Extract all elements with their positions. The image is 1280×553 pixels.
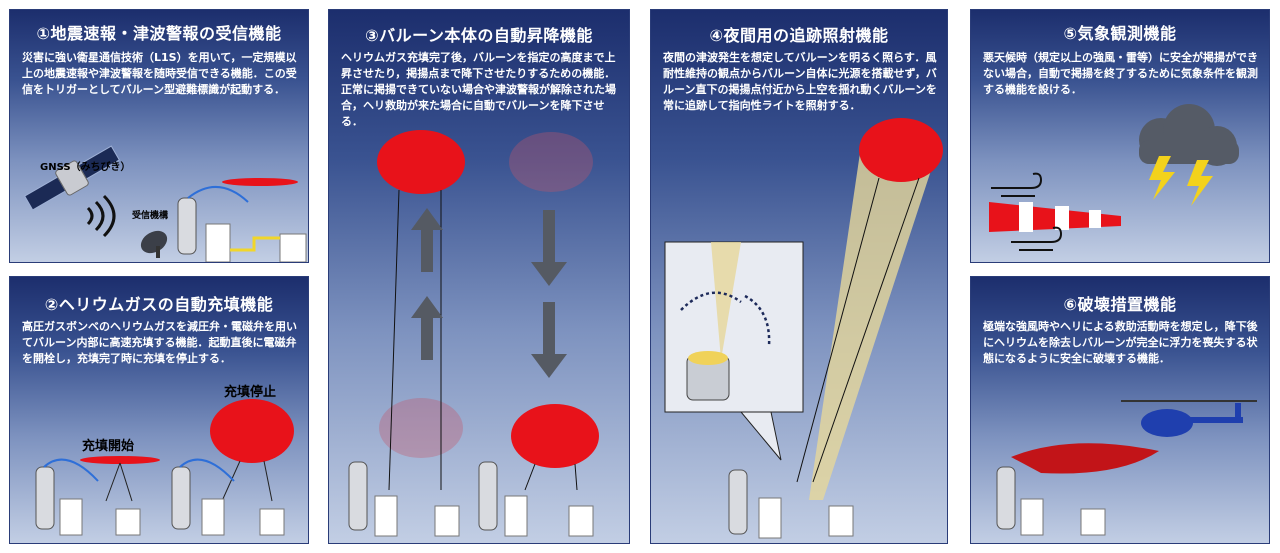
night-tracking-illustration	[664, 118, 943, 539]
helium-fill-illustration	[35, 399, 294, 536]
panel-description: 災害に強い衛星通信技術（L1S）を用いて，一定規模以上の地震速報や津波警報を随時…	[22, 51, 297, 96]
panel-title: ④夜間用の追跡照射機能	[709, 26, 889, 45]
quake-receive-illustration	[24, 145, 307, 262]
power-box	[279, 233, 307, 262]
wind-icon	[991, 172, 1063, 251]
panel-weather: ⑤気象観測機能 悪天候時（規定以上の強風・雷等）に安全が掲揚ができない場合，自動…	[970, 9, 1270, 263]
destroy-illustration	[996, 400, 1257, 536]
balloon-lit	[859, 118, 943, 182]
receiver-label: 受信機構	[132, 211, 169, 221]
satellite-icon	[24, 145, 120, 211]
weather-illustration	[989, 104, 1239, 251]
panel-title: ②ヘリウムガスの自動充填機能	[44, 295, 274, 314]
gnss-label: GNSS（みちびき）	[40, 162, 131, 173]
fill-start-label: 充填開始	[82, 439, 135, 454]
balloon-raised-ghost	[509, 132, 593, 192]
balloon-raised	[377, 130, 465, 194]
dish-antenna-icon	[140, 230, 168, 258]
panel-title: ①地震速報・津波警報の受信機能	[36, 24, 282, 43]
panel-title: ③バルーン本体の自動昇降機能	[365, 26, 593, 45]
balloon-lowered	[511, 404, 599, 468]
panel-description: 夜間の津波発生を想定してバルーンを明るく照らす．風耐性維持の観点からバルーン自体…	[663, 51, 937, 112]
balloon-full	[210, 399, 294, 463]
panel-night-tracking: ④夜間用の追跡照射機能 夜間の津波発生を想定してバルーンを明るく照らす．風耐性維…	[650, 9, 948, 544]
panel-description: 悪天候時（規定以上の強風・雷等）に安全が掲揚ができない場合，自動で掲揚を終了する…	[983, 51, 1258, 96]
helicopter-icon	[1121, 400, 1257, 437]
storm-cloud-icon	[1139, 104, 1239, 166]
balloon-start	[80, 456, 160, 464]
panel-auto-lift: ③バルーン本体の自動昇降機能 ヘリウムガス充填完了後，バルーンを指定の高度まで上…	[328, 9, 630, 544]
swivel-arrows-icon	[680, 291, 771, 347]
panel-description: 高圧ガスボンベのヘリウムガスを減圧弁・電磁弁を用いてバルーン内部に高速充填する機…	[22, 320, 297, 365]
panel-helium-fill: ②ヘリウムガスの自動充填機能 高圧ガスボンベのヘリウムガスを減圧弁・電磁弁を用い…	[9, 276, 309, 544]
lightning-icon	[1149, 156, 1213, 206]
valve-box	[205, 223, 231, 262]
panel-title: ⑤気象観測機能	[1063, 24, 1177, 43]
panel-title: ⑥破壊措置機能	[1063, 295, 1177, 314]
panel-description: ヘリウムガス充填完了後，バルーンを指定の高度まで上昇させたり，掲揚点まで降下させ…	[341, 51, 616, 128]
windsock-icon	[989, 202, 1121, 232]
down-arrow-icon	[531, 210, 567, 378]
up-arrow-icon	[411, 208, 443, 360]
panel-quake-receive: ①地震速報・津波警報の受信機能 災害に強い衛星通信技術（L1S）を用いて，一定規…	[9, 9, 309, 263]
signal-waves-icon	[86, 194, 116, 238]
panel-destroy: ⑥破壊措置機能 極端な強風時やヘリによる救助活動時を想定し，降下後にヘリウムを除…	[970, 276, 1270, 544]
fill-stop-label: 充填停止	[224, 385, 277, 400]
helium-cylinder	[177, 197, 197, 255]
balloon-lowered-ghost	[379, 398, 463, 458]
balloon-deflated	[222, 178, 298, 186]
auto-lift-illustration	[348, 130, 599, 537]
deflated-balloon	[1011, 443, 1159, 474]
light-beam	[809, 146, 939, 500]
panel-description: 極端な強風時やヘリによる救助活動時を想定し，降下後にヘリウムを除去しバルーンが完…	[983, 320, 1258, 365]
spotlight-icon	[686, 351, 730, 401]
